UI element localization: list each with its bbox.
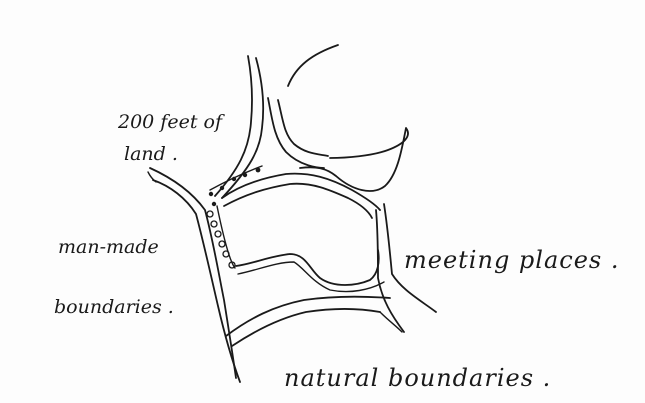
label-meeting-places: meeting places . (404, 246, 620, 274)
label-land-line2: land . (124, 143, 178, 165)
label-land-line1: 200 feet of (117, 111, 225, 133)
label-manmade-line2: boundaries . (54, 296, 174, 318)
label-natural-boundaries: natural boundaries . (284, 364, 551, 392)
label-manmade-line1: man-made (58, 236, 159, 258)
